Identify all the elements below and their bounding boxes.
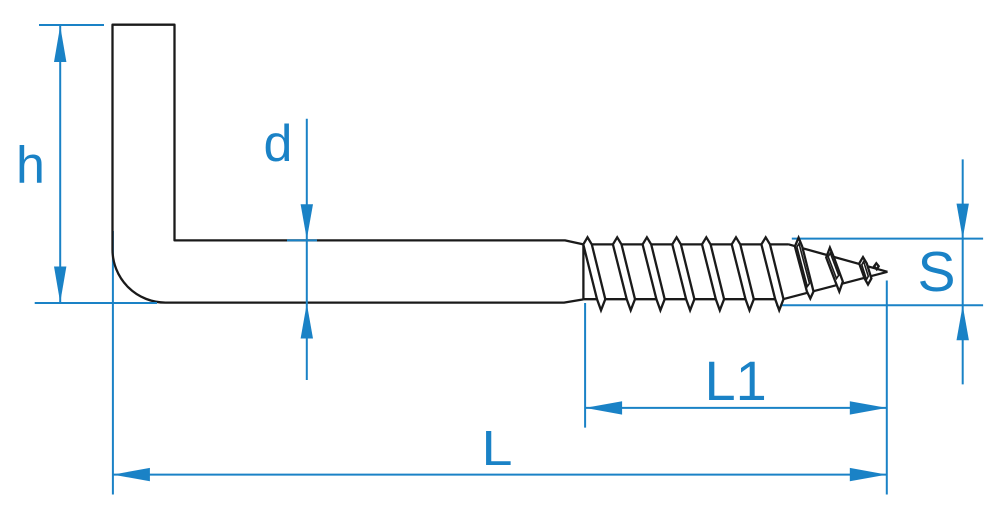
svg-text:S: S [918, 240, 956, 304]
svg-text:d: d [264, 115, 293, 173]
svg-text:h: h [16, 137, 45, 195]
svg-text:L1: L1 [705, 349, 767, 412]
svg-text:L: L [482, 422, 513, 476]
